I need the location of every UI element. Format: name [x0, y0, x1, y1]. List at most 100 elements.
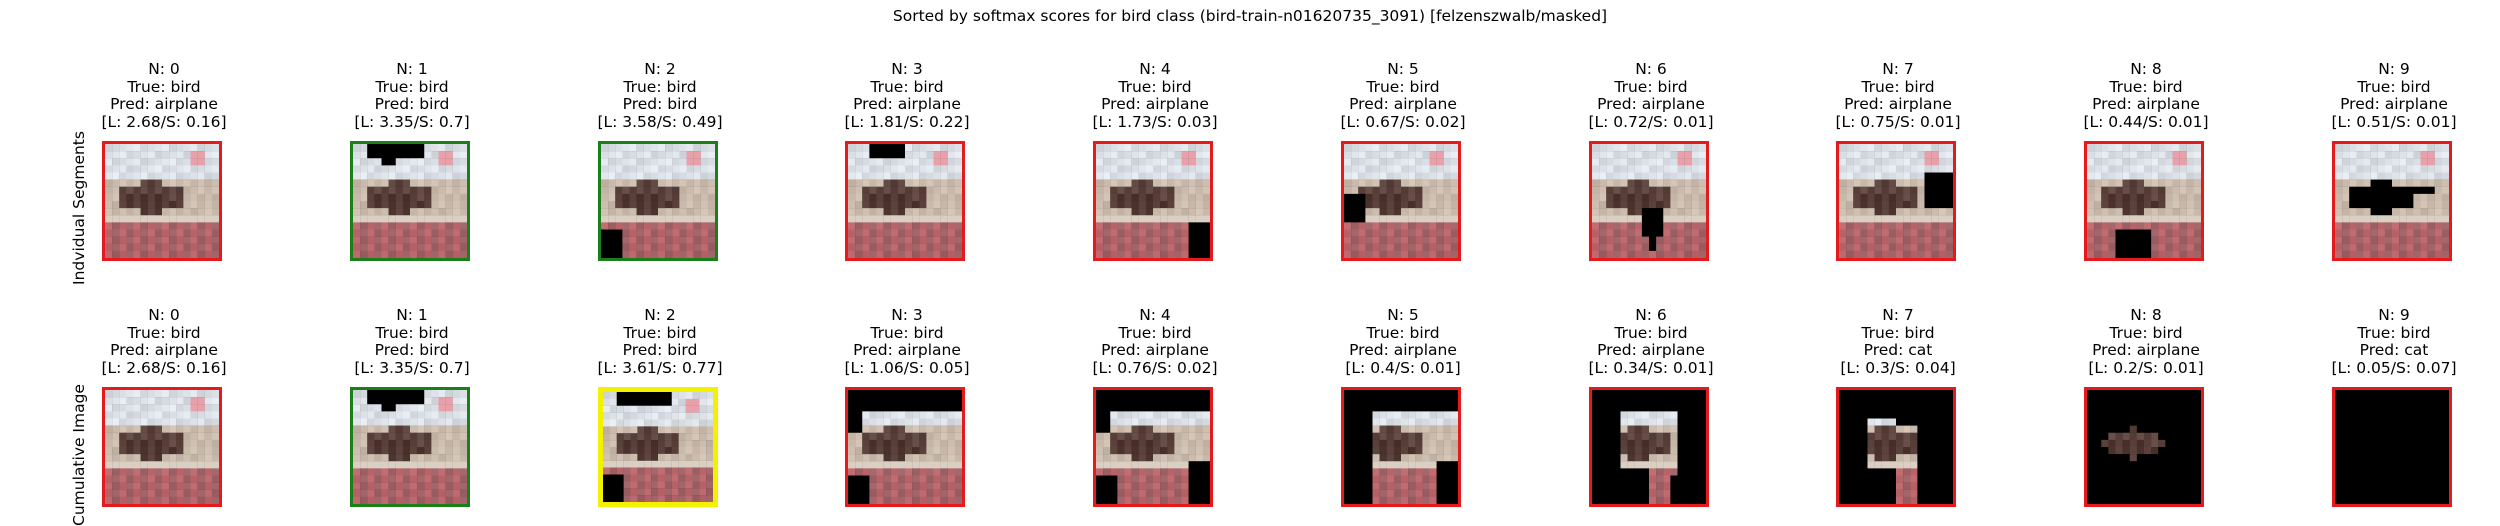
caption-n: N: 4 [1031, 61, 1279, 79]
caption-n: N: 6 [1527, 307, 1775, 325]
caption-pred: Pred: airplane [2022, 342, 2270, 360]
caption-true-label: True: bird [288, 325, 536, 343]
caption-true-label: True: bird [2270, 79, 2500, 97]
caption-n: N: 4 [1031, 307, 1279, 325]
caption-true-label: True: bird [40, 325, 288, 343]
caption-true-label: True: bird [783, 325, 1031, 343]
thumbnail-image [2332, 387, 2452, 507]
thumbnail-image [1589, 387, 1709, 507]
caption-true-label: True: bird [40, 79, 288, 97]
caption-pred: Pred: bird [536, 342, 784, 360]
caption-scores: [L: 0.44/S: 0.01] [2022, 114, 2270, 132]
thumbnail-image [1093, 387, 1213, 507]
caption-scores: [L: 0.34/S: 0.01] [1527, 360, 1775, 378]
caption-pred: Pred: airplane [1031, 342, 1279, 360]
caption-true-label: True: bird [1527, 325, 1775, 343]
caption-n: N: 2 [536, 307, 784, 325]
caption-pred: Pred: airplane [1279, 342, 1527, 360]
figure-title: Sorted by softmax scores for bird class … [0, 6, 2500, 26]
caption-true-label: True: bird [1279, 325, 1527, 343]
caption-pred: Pred: cat [1774, 342, 2022, 360]
caption-pred: Pred: airplane [40, 96, 288, 114]
caption-pred: Pred: airplane [1527, 96, 1775, 114]
caption-pred: Pred: airplane [1031, 96, 1279, 114]
caption-n: N: 3 [783, 307, 1031, 325]
caption-pred: Pred: bird [536, 96, 784, 114]
caption-scores: [L: 1.73/S: 0.03] [1031, 114, 1279, 132]
caption-scores: [L: 0.2/S: 0.01] [2022, 360, 2270, 378]
caption-scores: [L: 3.35/S: 0.7] [288, 360, 536, 378]
caption-true-label: True: bird [1774, 79, 2022, 97]
caption-n: N: 5 [1279, 61, 1527, 79]
caption-scores: [L: 0.75/S: 0.01] [1774, 114, 2022, 132]
caption-scores: [L: 1.06/S: 0.05] [783, 360, 1031, 378]
thumbnail-image [1836, 141, 1956, 261]
caption-true-label: True: bird [783, 79, 1031, 97]
caption-n: N: 8 [2022, 61, 2270, 79]
caption-pred: Pred: bird [288, 96, 536, 114]
thumbnail-image [350, 141, 470, 261]
caption-n: N: 1 [288, 307, 536, 325]
row-label-individual-segments: Indvidual Segments [70, 131, 88, 285]
caption-pred: Pred: airplane [783, 96, 1031, 114]
thumbnail-image [350, 387, 470, 507]
caption-pred: Pred: airplane [1527, 342, 1775, 360]
caption-n: N: 9 [2270, 61, 2500, 79]
caption-pred: Pred: airplane [40, 342, 288, 360]
caption-n: N: 3 [783, 61, 1031, 79]
caption-scores: [L: 0.72/S: 0.01] [1527, 114, 1775, 132]
thumbnail-image [598, 387, 718, 507]
caption-true-label: True: bird [536, 79, 784, 97]
caption-scores: [L: 0.3/S: 0.04] [1774, 360, 2022, 378]
caption-n: N: 1 [288, 61, 536, 79]
caption-pred: Pred: airplane [783, 342, 1031, 360]
caption-n: N: 8 [2022, 307, 2270, 325]
caption-scores: [L: 3.61/S: 0.77] [536, 360, 784, 378]
caption-n: N: 0 [40, 61, 288, 79]
thumbnail-image [2332, 141, 2452, 261]
thumbnail-image [2084, 141, 2204, 261]
caption-true-label: True: bird [288, 79, 536, 97]
caption-scores: [L: 2.68/S: 0.16] [40, 360, 288, 378]
caption-true-label: True: bird [1279, 79, 1527, 97]
caption-true-label: True: bird [2022, 79, 2270, 97]
caption-true-label: True: bird [536, 325, 784, 343]
thumbnail-image [845, 141, 965, 261]
thumbnail-image [1589, 141, 1709, 261]
caption-scores: [L: 3.35/S: 0.7] [288, 114, 536, 132]
thumbnail-image [2084, 387, 2204, 507]
caption-pred: Pred: airplane [1279, 96, 1527, 114]
caption-n: N: 9 [2270, 307, 2500, 325]
caption-true-label: True: bird [2022, 325, 2270, 343]
thumbnail-image [1836, 387, 1956, 507]
caption-n: N: 2 [536, 61, 784, 79]
caption-pred: Pred: airplane [2270, 96, 2500, 114]
caption-n: N: 7 [1774, 307, 2022, 325]
caption-n: N: 7 [1774, 61, 2022, 79]
caption-scores: [L: 0.05/S: 0.07] [2270, 360, 2500, 378]
caption-pred: Pred: bird [288, 342, 536, 360]
caption-pred: Pred: airplane [1774, 96, 2022, 114]
caption-scores: [L: 0.76/S: 0.02] [1031, 360, 1279, 378]
row-label-cumulative-image: Cumulative Image [70, 384, 88, 526]
caption-n: N: 0 [40, 307, 288, 325]
thumbnail-image [102, 387, 222, 507]
caption-scores: [L: 0.51/S: 0.01] [2270, 114, 2500, 132]
